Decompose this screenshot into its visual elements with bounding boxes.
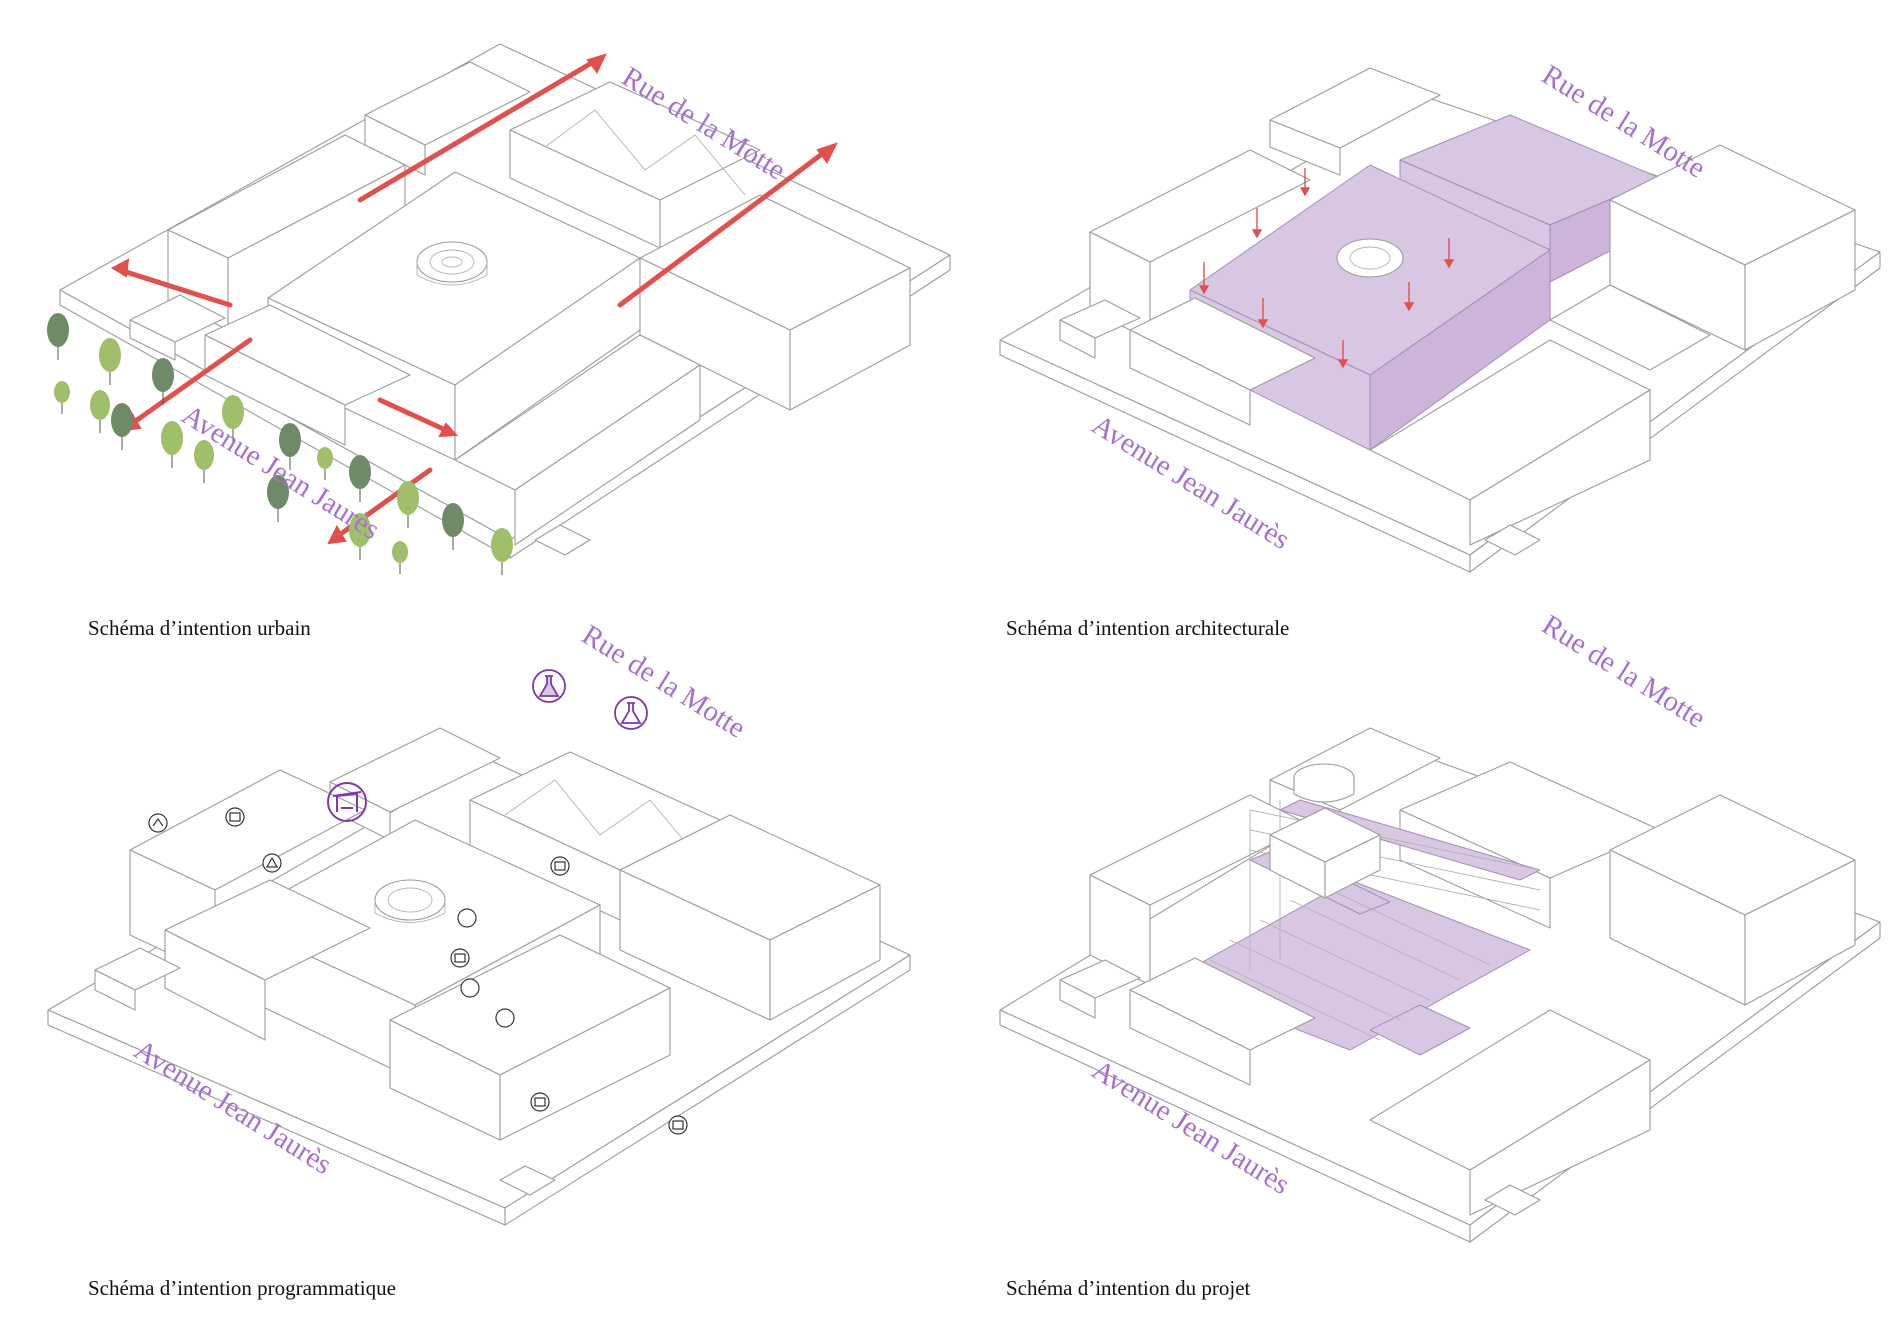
axonometric-diagram-urbain: Rue de la Motte Avenue Jean Jaurès [47, 43, 951, 575]
museum-icon [327, 782, 367, 822]
axonometric-diagram-projet: Rue de la Motte Avenue Jean Jaurès [999, 609, 1881, 1243]
axonometric-diagram-programmatique: Rue de la Motte Avenue Jean Jaurès [47, 619, 911, 1226]
caption-urbain: Schéma d’intention urbain [88, 616, 311, 640]
down-arrow-icon [1198, 168, 1455, 369]
tree-icon [47, 313, 513, 575]
panel-urbain: Rue de la Motte Avenue Jean Jaurès Schém… [0, 0, 951, 670]
panel-architecturale: Rue de la Motte Avenue Jean Jaurès Schém… [950, 0, 1900, 670]
laboratory-flask-icon [532, 669, 648, 730]
arrow-icon [110, 53, 838, 545]
caption-programmatique: Schéma d’intention programmatique [88, 1276, 396, 1300]
caption-projet: Schéma d’intention du projet [1006, 1276, 1251, 1300]
dome [1336, 238, 1404, 278]
dome [416, 241, 488, 283]
dome [374, 879, 446, 921]
panel-projet: Rue de la Motte Avenue Jean Jaurès Schém… [950, 609, 1900, 1340]
panel-programmatique: Rue de la Motte Avenue Jean Jaurès Schém… [0, 619, 950, 1340]
program-pictogram-icon [148, 807, 688, 1135]
axonometric-diagram-architecturale: Rue de la Motte Avenue Jean Jaurès [999, 59, 1881, 573]
caption-architecturale: Schéma d’intention architecturale [1006, 616, 1290, 640]
